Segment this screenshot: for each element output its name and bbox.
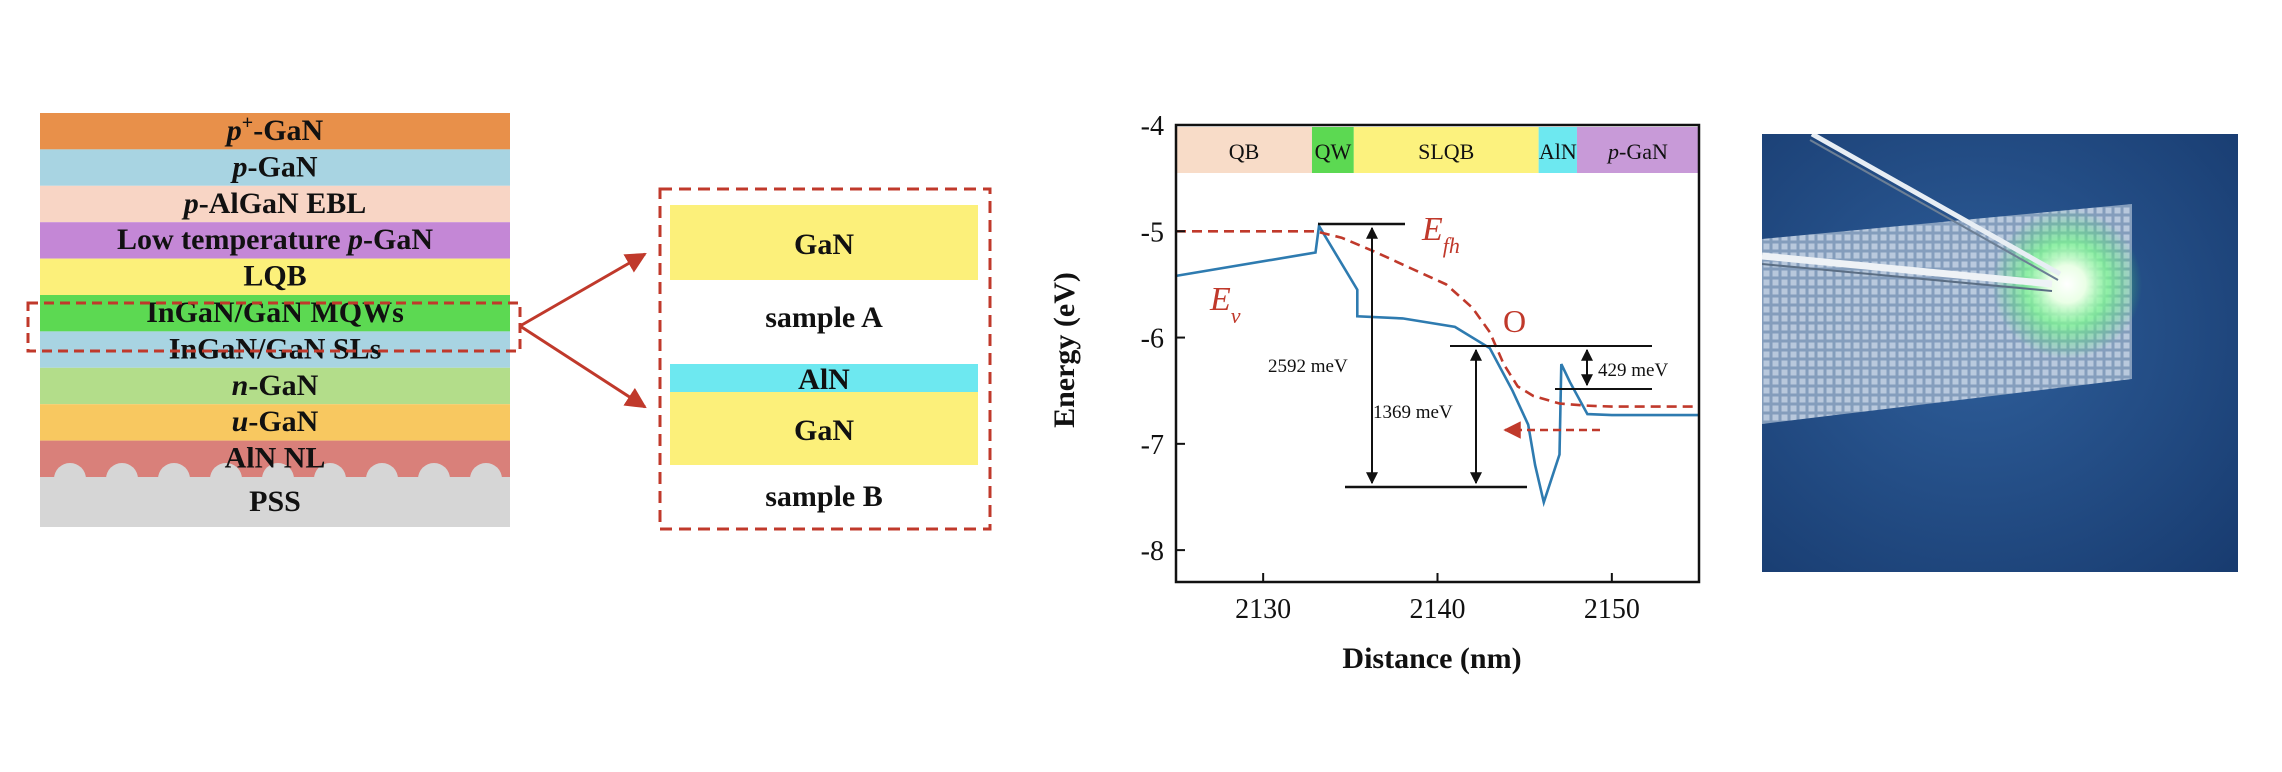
stack-layer-label-3: Low temperature p-GaN (117, 223, 433, 256)
region-bar: QB QW SLQB AlN p-GaN (1176, 127, 1699, 173)
stack-layer-label-2: p-AlGaN EBL (181, 187, 367, 220)
annotation-1369: 1369 meV (1373, 402, 1453, 423)
y-tick-label-4: -8 (1141, 536, 1164, 567)
sample-b-label: sample B (765, 480, 883, 513)
arrow-to-sample-b (519, 324, 647, 409)
region-label-4: p-GaN (1606, 139, 1668, 164)
series-efh-line (1176, 230, 1699, 408)
stack-layer-label-7: n-GaN (232, 369, 319, 402)
ev-label: Ev (1209, 281, 1241, 328)
probe-needle-left-shadow (1762, 263, 2053, 292)
zoom-gan-top-layer (670, 205, 978, 280)
chart-series (1175, 222, 1699, 508)
y-axis-title: Energy (eV) (1048, 272, 1081, 428)
stack-layer-0 (40, 113, 510, 150)
region-1 (1311, 127, 1354, 173)
stack-layer-1 (40, 149, 510, 186)
zoom-aln-label: AlN (798, 363, 850, 396)
x-axis-title: Distance (nm) (1342, 642, 1521, 675)
plot-frame (1174, 123, 1701, 584)
zoom-box-border (658, 187, 992, 531)
stack-layer-10 (40, 477, 510, 527)
zoom-aln-layer (670, 364, 978, 392)
stack-layer-7 (40, 367, 510, 405)
zoom-gan-bottom-layer (670, 392, 978, 465)
stack-layer-label-4: LQB (243, 260, 306, 293)
stack-layer-5 (40, 295, 510, 332)
x-tick-label-2: 2150 (1584, 594, 1640, 625)
chart-axes: 2130 2140 2150 -4 -5 -6 -7 -8 (1141, 111, 1701, 625)
x-tick-label-1: 2140 (1410, 594, 1466, 625)
stack-layer-label-5: InGaN/GaN MQWs (146, 296, 404, 329)
band-diagram-chart: QB QW SLQB AlN p-GaN 2592 meV 1369 meV 429 m… (1048, 111, 1701, 675)
zoom-box: GaN sample A AlN GaN sample B (658, 187, 992, 531)
stack-layer-3 (40, 222, 510, 259)
probe-needle-top-shadow (1809, 139, 2059, 281)
stack-layer-4 (40, 258, 510, 295)
stack-layer-8 (40, 404, 510, 441)
y-tick-label-0: -4 (1141, 111, 1164, 142)
y-tick-label-2: -6 (1141, 324, 1164, 355)
y-tick-label-3: -7 (1141, 430, 1164, 461)
region-label-1: QW (1315, 139, 1352, 164)
region-label-0: QB (1229, 139, 1260, 164)
zoom-gan-bottom-label: GaN (794, 414, 854, 447)
region-3 (1538, 127, 1577, 173)
stack-layer-label-0: p+-GaN (224, 112, 324, 147)
stack-layer-2 (40, 185, 510, 223)
marker-o-label: O (1503, 303, 1526, 339)
arrow-to-sample-a (519, 252, 647, 328)
x-tick-label-0: 2130 (1235, 594, 1291, 625)
series-ev-line (1175, 222, 1699, 508)
efh-label: Efh (1421, 211, 1460, 258)
stack-layer-label-8: u-GaN (232, 405, 319, 438)
annotation-429: 429 meV (1598, 360, 1668, 381)
y-tick-label-1: -5 (1141, 217, 1164, 248)
region-label-2: SLQB (1418, 139, 1474, 164)
region-2 (1353, 127, 1539, 173)
chart-annotations: 2592 meV 1369 meV 429 meV O Ev Efh (1209, 211, 1668, 489)
probe-needle-left (1762, 252, 2053, 288)
stack-layer-label-10: PSS (249, 485, 301, 518)
led-device-photo (1762, 134, 2238, 572)
stack-layer-label-9: AlN NL (225, 442, 326, 475)
zoom-gan-top-label: GaN (794, 228, 854, 261)
region-label-3: AlN (1539, 139, 1577, 164)
region-4 (1576, 127, 1699, 173)
region-0 (1176, 127, 1312, 173)
annotation-2592: 2592 meV (1268, 356, 1348, 377)
stack-layer-label-1: p-GaN (230, 150, 318, 183)
sample-a-label: sample A (765, 301, 883, 334)
stack-layer-label-6: InGaN/GaN SLs (169, 332, 382, 365)
led-glow (1992, 209, 2142, 359)
probe-needle-top (1810, 134, 2062, 277)
